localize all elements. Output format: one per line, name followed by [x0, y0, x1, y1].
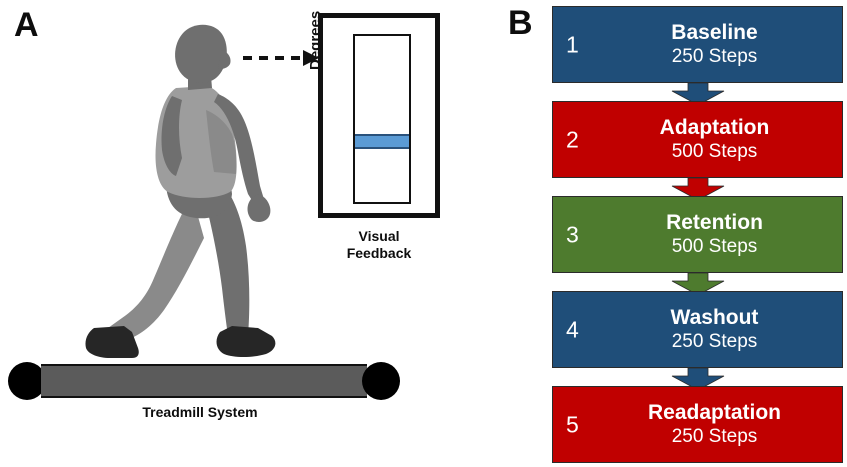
visual-feedback-caption-line1: Visual	[358, 228, 400, 244]
flow-arrow-4-to-5	[671, 368, 725, 390]
flow-arrow-2-to-3	[671, 178, 725, 200]
stage-number: 1	[566, 31, 579, 57]
stage-title: Readaptation	[647, 400, 781, 424]
flow-arrow-3-to-4	[671, 273, 725, 295]
visual-feedback-caption-line2: Feedback	[346, 245, 412, 262]
stage-number: 5	[566, 411, 579, 437]
stage-steps: 500 Steps	[671, 141, 758, 163]
gauge-axis-label: Degrees	[307, 10, 324, 70]
walking-person-silhouette-icon	[85, 24, 276, 358]
stage-title: Washout	[670, 305, 759, 329]
stage-steps: 250 Steps	[671, 46, 758, 68]
stage-steps: 500 Steps	[671, 236, 758, 258]
gauge-indicator-bar	[355, 134, 409, 149]
stage-number: 3	[566, 221, 579, 247]
panel-b-label: B	[508, 4, 533, 42]
stage-number: 4	[566, 316, 579, 342]
stage-title: Retention	[666, 210, 763, 234]
visual-feedback-caption: Visual Feedback	[300, 228, 458, 262]
treadmill-belt	[41, 364, 367, 398]
treadmill-roller-left-icon	[8, 362, 46, 400]
stage-steps: 250 Steps	[671, 331, 758, 353]
stage-number: 2	[566, 126, 579, 152]
panel-a-label: A	[14, 6, 39, 44]
treadmill	[8, 362, 400, 400]
treadmill-roller-right-icon	[362, 362, 400, 400]
visual-feedback-monitor: Degrees	[307, 11, 440, 218]
stage-steps: 250 Steps	[671, 426, 758, 448]
dashed-arrow-right-icon	[243, 50, 319, 66]
stage-title: Baseline	[671, 20, 758, 44]
panel-a-experimental-setup: A Treadmill S	[8, 6, 458, 420]
feedback-gauge	[353, 34, 411, 204]
flow-arrow-1-to-2	[671, 83, 725, 105]
stage-title: Adaptation	[659, 115, 770, 139]
treadmill-caption: Treadmill System	[142, 404, 258, 420]
